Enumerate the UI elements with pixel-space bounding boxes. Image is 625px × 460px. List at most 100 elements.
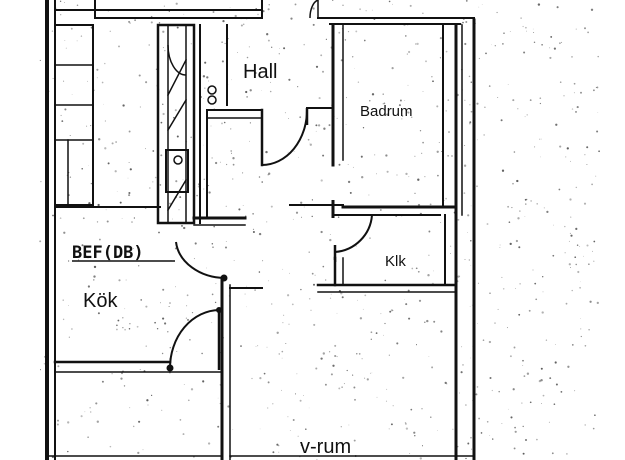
speckle [87, 285, 91, 288]
speckle [221, 41, 223, 44]
speckle [117, 319, 120, 322]
speckle [332, 364, 335, 367]
speckle [308, 251, 310, 253]
speckle [396, 342, 399, 345]
speckle [575, 186, 578, 189]
speckle [281, 350, 284, 353]
speckle [315, 367, 318, 370]
speckle [501, 423, 503, 424]
speckle [219, 161, 221, 163]
speckle [87, 80, 88, 82]
speckle [225, 241, 227, 242]
speckle [211, 293, 214, 296]
speckle [410, 116, 413, 118]
speckle [303, 395, 304, 396]
speckle [104, 62, 106, 65]
wardrobe-diag-2 [166, 98, 188, 132]
speckle [84, 411, 86, 413]
speckle [162, 47, 164, 49]
speckle [169, 202, 172, 205]
speckle [405, 172, 408, 176]
speckle [524, 216, 526, 217]
speckle [162, 103, 164, 105]
speckle [591, 183, 593, 186]
speckle [404, 298, 406, 300]
speckle [507, 408, 509, 410]
speckle [97, 312, 100, 315]
speckle [354, 398, 356, 401]
speckle [587, 31, 589, 34]
speckle [407, 111, 410, 114]
speckle [563, 95, 565, 97]
speckle [392, 3, 393, 5]
speckle [424, 176, 426, 178]
speckle [159, 302, 162, 304]
speckle [76, 4, 79, 6]
speckle [297, 86, 299, 88]
speckle [233, 260, 235, 261]
speckle [254, 72, 257, 74]
speckle [501, 169, 505, 172]
speckle [399, 99, 402, 102]
speckle [386, 113, 389, 116]
speckle [361, 176, 364, 179]
speckle [524, 438, 528, 442]
speckle [444, 200, 445, 201]
speckle [512, 99, 515, 102]
speckle [441, 151, 443, 153]
speckle [325, 279, 327, 281]
speckle [86, 125, 88, 127]
speckle [338, 387, 341, 390]
speckle [584, 154, 586, 156]
speckle [589, 300, 592, 303]
speckle [525, 203, 527, 205]
speckle [427, 274, 430, 277]
speckle [313, 283, 315, 286]
speckle [263, 372, 266, 375]
speckle [59, 217, 62, 219]
speckle [584, 424, 586, 426]
speckle [132, 425, 135, 428]
speckle [251, 377, 253, 380]
speckle [534, 282, 537, 285]
speckle [507, 205, 510, 208]
speckle [571, 56, 573, 58]
speckle [267, 381, 270, 384]
speckle [96, 77, 98, 79]
speckle [579, 246, 581, 247]
speckle [145, 81, 148, 84]
speckle [457, 275, 460, 278]
speckle [540, 379, 543, 382]
speckle [341, 296, 344, 299]
speckle [262, 260, 264, 262]
speckle [264, 68, 268, 71]
speckle [204, 87, 206, 89]
speckle [183, 226, 186, 230]
speckle [160, 154, 163, 157]
speckle [225, 205, 227, 207]
speckle [352, 374, 354, 376]
speckle [313, 323, 316, 326]
speckle [312, 7, 315, 10]
speckle [507, 84, 509, 85]
speckle [271, 46, 273, 48]
speckle [89, 407, 91, 409]
speckle [122, 104, 125, 107]
speckle [464, 99, 466, 101]
speckle [469, 121, 472, 123]
speckle [85, 255, 88, 258]
speckle [580, 328, 582, 330]
speckle [67, 260, 70, 262]
speckle [574, 390, 576, 392]
speckle [465, 0, 468, 2]
speckle [254, 289, 256, 291]
speckle [483, 134, 485, 136]
speckle [489, 292, 491, 294]
speckle [159, 184, 162, 186]
speckle [512, 182, 514, 185]
speckle [182, 433, 185, 436]
speckle [526, 114, 528, 116]
speckle [553, 47, 556, 50]
speckle [65, 47, 67, 49]
speckle [371, 9, 373, 11]
